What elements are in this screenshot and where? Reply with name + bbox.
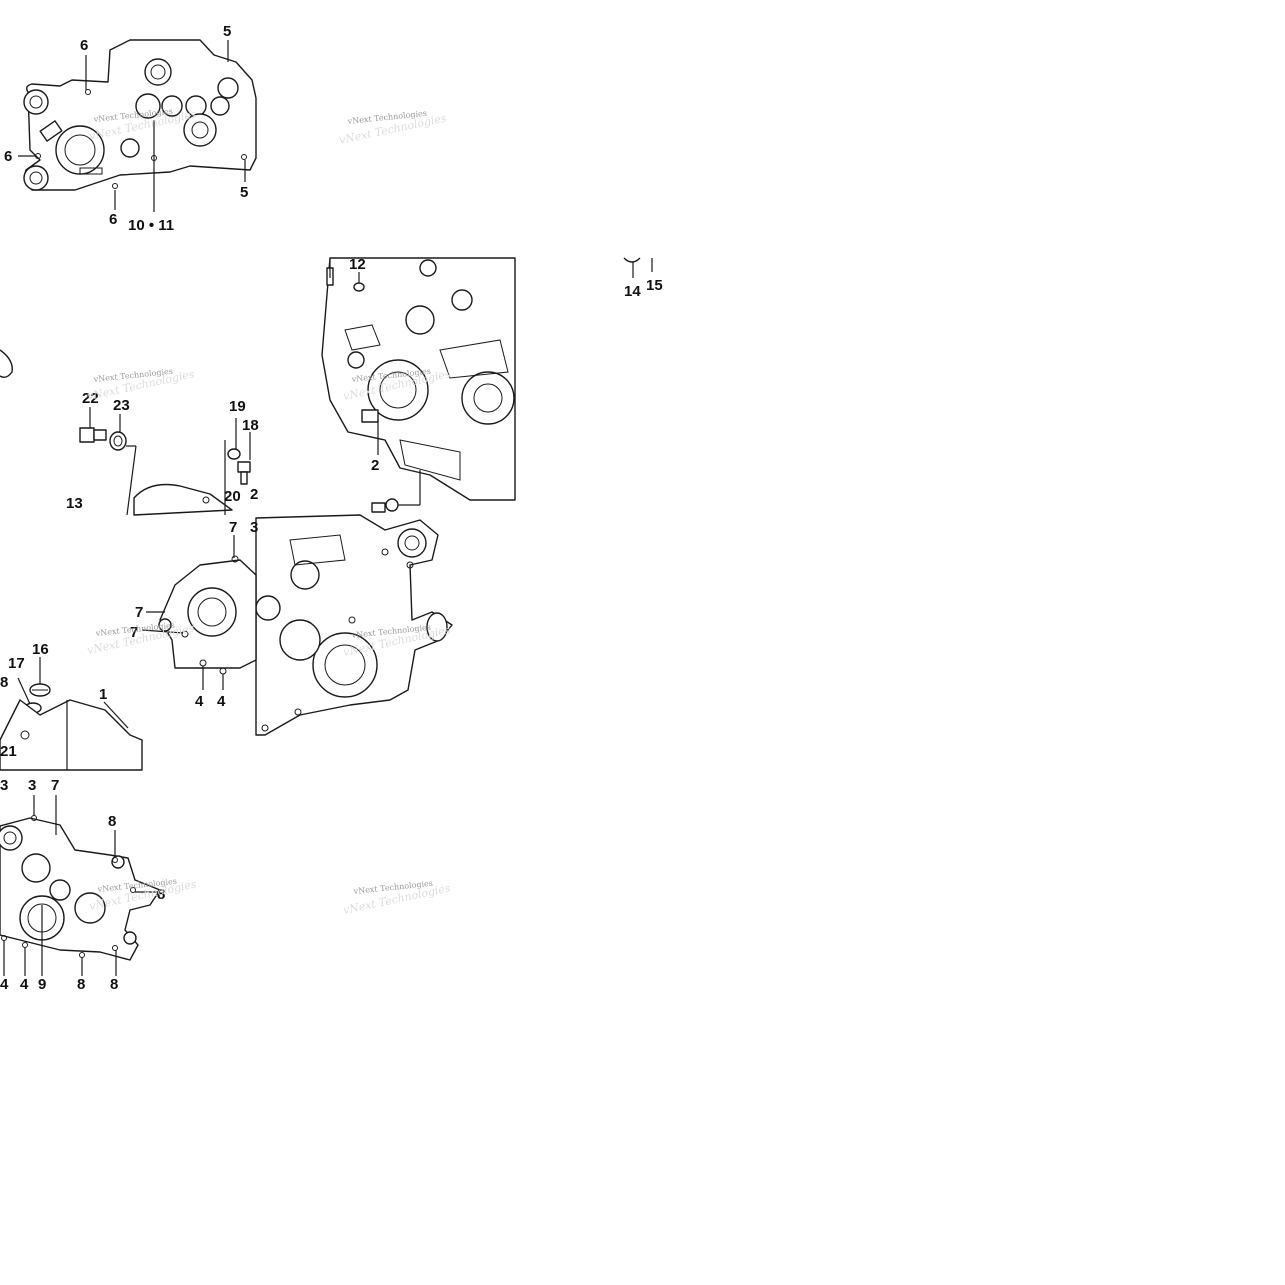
crankcase-right-half: [255, 514, 453, 736]
crankcase-left-half: [321, 257, 516, 513]
callout-17: 17: [8, 655, 25, 672]
callout-2: 2: [371, 457, 379, 474]
callout-16: 16: [32, 641, 49, 658]
callout-7: 7: [51, 777, 59, 794]
callout-14: 14: [624, 283, 641, 300]
callout-20: 20: [224, 488, 241, 505]
callout-10-11: 10 • 11: [128, 217, 174, 234]
callout-8: 8: [0, 674, 8, 691]
callout-19: 19: [229, 398, 246, 415]
callout-15: 15: [646, 277, 663, 294]
callout-8: 8: [77, 976, 85, 993]
callout-4: 4: [20, 976, 29, 993]
small-parts-14-15: [623, 257, 653, 278]
callout-22: 22: [82, 390, 99, 407]
callout-6: 6: [4, 148, 12, 165]
callout-23: 23: [113, 397, 130, 414]
callout-8: 8: [110, 976, 118, 993]
callout-7: 7: [229, 519, 237, 536]
callout-4: 4: [217, 693, 226, 710]
callout-5: 5: [223, 23, 231, 40]
callout-3: 3: [250, 519, 258, 536]
callout-9: 9: [38, 976, 46, 993]
oil-filler-cap-group: [0, 657, 143, 771]
callout-8: 8: [108, 813, 116, 830]
callout-3: 3: [0, 777, 8, 794]
callout-6: 6: [109, 211, 117, 228]
callout-1: 1: [99, 686, 107, 703]
callout-18: 18: [242, 417, 259, 434]
callout-21: 21: [0, 743, 17, 760]
callout-4: 4: [195, 693, 204, 710]
callout-2: 2: [250, 486, 258, 503]
crankcase-cover-top: [18, 39, 257, 212]
callout-12: 12: [349, 256, 366, 273]
generator-cover: [141, 535, 257, 690]
callout-4: 4: [0, 976, 9, 993]
callout-6: 6: [80, 37, 88, 54]
crankcase-cover-bottom: [0, 795, 161, 976]
callout-3: 3: [28, 777, 36, 794]
callout-7: 7: [135, 604, 143, 621]
callout-7: 7: [130, 624, 138, 641]
part-fragment-left: [0, 349, 13, 379]
callout-5: 5: [240, 184, 248, 201]
callout-13: 13: [66, 495, 83, 512]
drain-plug-group: [79, 407, 251, 516]
callout-8: 8: [157, 886, 165, 903]
